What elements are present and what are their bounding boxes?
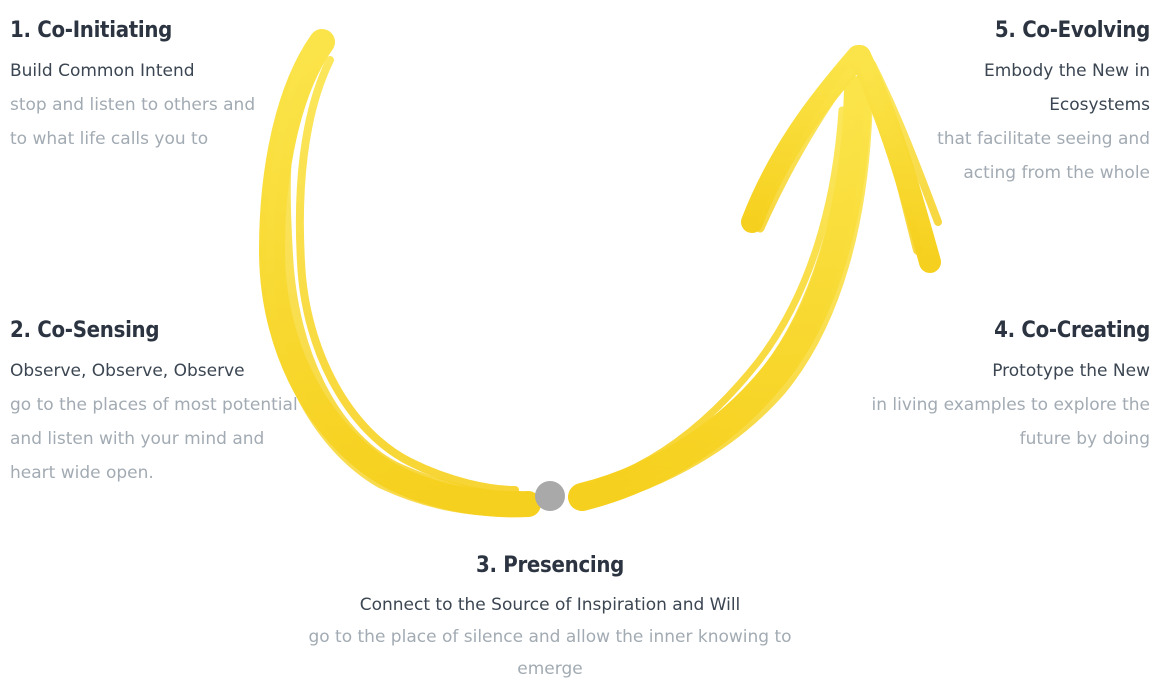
step-title: 1. Co-Initiating — [10, 18, 173, 43]
step-subtitle: Connect to the Source of Inspiration and… — [359, 595, 741, 615]
step-co-creating: 4. Co-Creating Prototype the New in livi… — [850, 318, 1150, 456]
step-co-initiating: 1. Co-Initiating Build Common Intend sto… — [10, 18, 270, 156]
step-subtitle: Build Common Intend — [10, 61, 195, 81]
step-description: go to the place of silence and allow the… — [308, 627, 792, 679]
step-title: 4. Co-Creating — [994, 318, 1150, 343]
step-description: that facilitate seeing and acting from t… — [937, 129, 1150, 183]
step-description: stop and listen to others and to what li… — [10, 95, 256, 149]
presencing-dot — [535, 481, 565, 511]
step-subtitle: Observe, Observe, Observe — [10, 361, 245, 381]
arrow-head — [741, 45, 942, 273]
step-title: 2. Co-Sensing — [10, 318, 160, 343]
step-co-evolving: 5. Co-Evolving Embody the New in Ecosyst… — [920, 18, 1150, 190]
step-description: go to the places of most potential and l… — [10, 395, 298, 483]
arrow-left-stroke — [258, 29, 541, 518]
step-title: 3. Presencing — [475, 553, 625, 578]
arrow-right-stroke — [568, 76, 873, 511]
step-subtitle: Embody the New in Ecosystems — [983, 61, 1150, 115]
step-description: in living examples to explore the future… — [871, 395, 1150, 449]
step-subtitle: Prototype the New — [992, 361, 1150, 381]
step-presencing: 3. Presencing Connect to the Source of I… — [300, 553, 800, 685]
step-title: 5. Co-Evolving — [994, 18, 1150, 43]
step-co-sensing: 2. Co-Sensing Observe, Observe, Observe … — [10, 318, 300, 490]
